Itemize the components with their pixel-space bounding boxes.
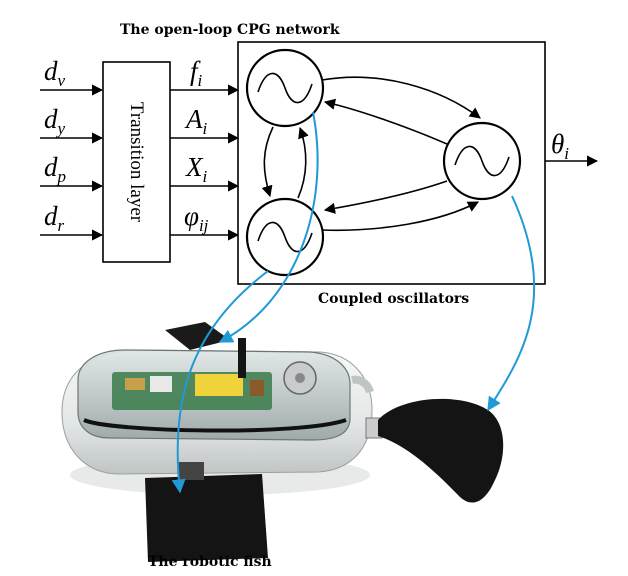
transition-layer-label: Transition layer: [126, 102, 147, 223]
svg-text:fi: fi: [190, 56, 203, 90]
output-sub: i: [203, 167, 208, 186]
output-base: f: [190, 56, 201, 86]
svg-text:dp: dp: [44, 152, 66, 186]
network-title: The open-loop CPG network: [120, 22, 340, 38]
robotic-fish-image: [61, 322, 504, 562]
input-base: d: [44, 56, 58, 86]
mapping-arrow: [487, 195, 536, 412]
oscillator-right: [442, 121, 522, 201]
svg-text:Xi: Xi: [185, 152, 208, 186]
input-d-y: dy: [40, 104, 104, 144]
output-phi-ij: φij: [170, 201, 240, 241]
svg-text:dr: dr: [44, 201, 65, 235]
coupling-arrow: [321, 76, 481, 119]
oscillator-bottom-left: [245, 197, 325, 277]
output-sub: i: [564, 144, 569, 163]
input-d-r: dr: [40, 201, 104, 241]
output-a-i: Ai: [170, 104, 240, 144]
svg-text:Ai: Ai: [184, 104, 208, 138]
output-sub: i: [198, 71, 203, 90]
mapping-arrow: [218, 111, 319, 343]
mapping-arrow: [171, 270, 269, 494]
output-theta: θi: [551, 129, 569, 163]
input-d-p: dp: [40, 152, 104, 192]
coupled-oscillators-label: Coupled oscillators: [318, 291, 469, 307]
oscillator-top-left: [245, 48, 325, 128]
output-f-i: fi: [170, 56, 240, 96]
coupling-arrow: [261, 126, 274, 198]
input-base: d: [44, 201, 58, 231]
coupling-arrow: [323, 98, 448, 145]
robotic-fish-label: The robotic fish: [148, 554, 272, 570]
output-x-i: Xi: [170, 152, 240, 192]
output-sub: i: [203, 119, 208, 138]
svg-text:dv: dv: [44, 56, 66, 90]
output-base: X: [185, 152, 204, 182]
input-sub: v: [58, 71, 66, 90]
coupling-arrow: [297, 126, 309, 199]
svg-text:φij: φij: [184, 201, 209, 235]
input-d-v: dv: [40, 56, 104, 96]
input-base: d: [44, 104, 58, 134]
coupling-arrow: [323, 180, 448, 214]
output-base: φ: [184, 201, 199, 231]
input-sub: r: [58, 216, 65, 235]
input-sub: y: [56, 119, 66, 138]
output-base: θ: [551, 129, 564, 159]
output-sub: ij: [199, 216, 209, 235]
output-base: A: [184, 104, 203, 134]
coupling-arrow: [321, 201, 479, 232]
transition-layer-box: [102, 61, 171, 263]
input-base: d: [44, 152, 58, 182]
svg-text:dy: dy: [44, 104, 66, 138]
input-sub: p: [57, 167, 67, 186]
